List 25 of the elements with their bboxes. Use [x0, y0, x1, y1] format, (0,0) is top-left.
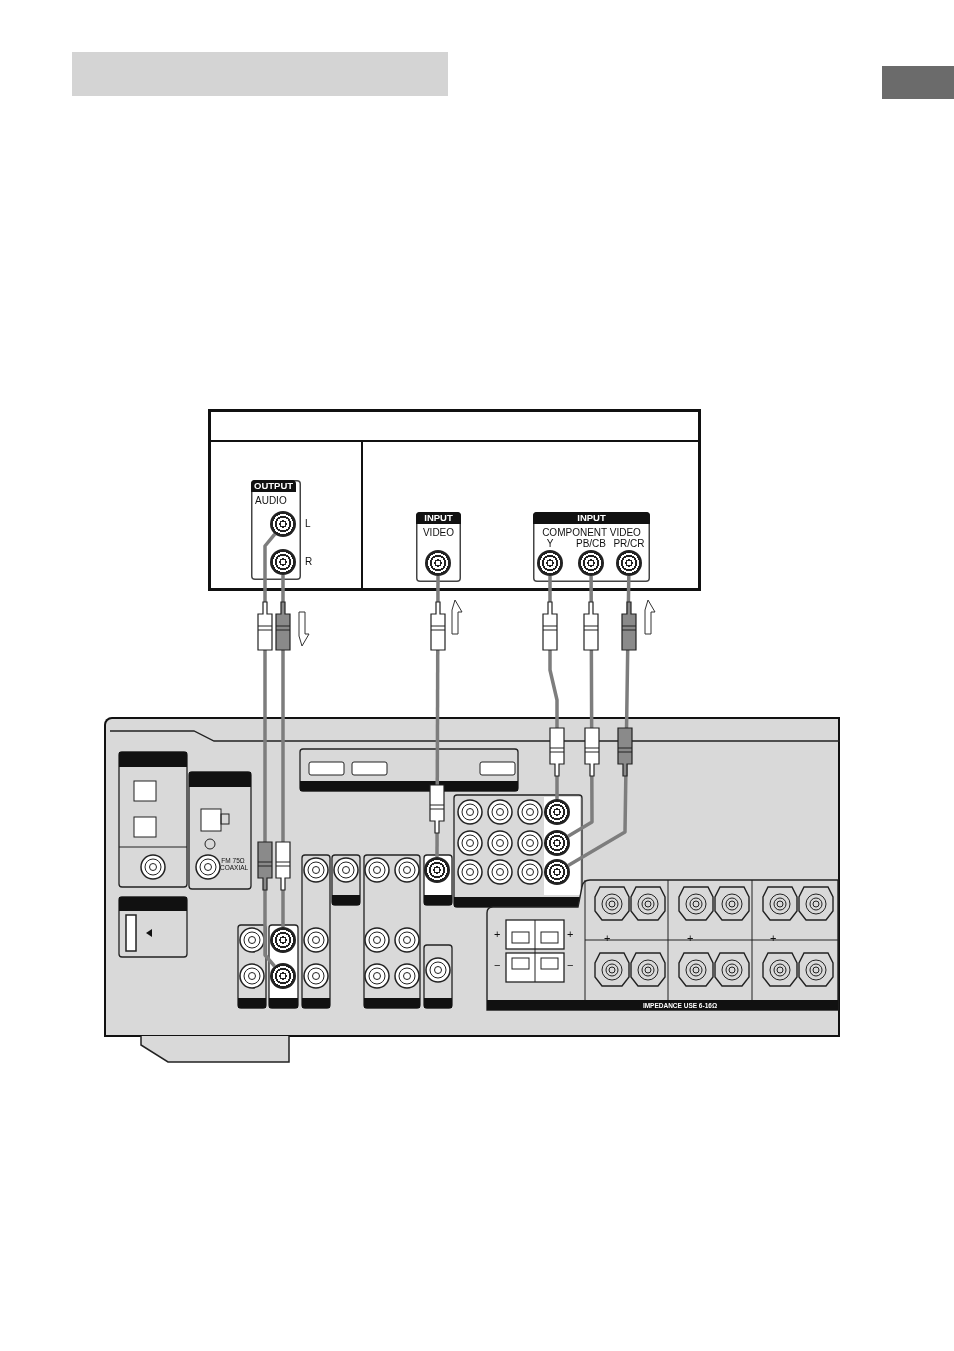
heading-bar — [72, 52, 448, 96]
jack-panel — [533, 512, 650, 582]
polarity-sign: + — [567, 930, 574, 939]
polarity-sign: + — [494, 930, 501, 939]
panel-label: COMPONENT VIDEO — [541, 527, 642, 538]
panel-heading: INPUT — [533, 512, 650, 524]
tv-back-panel — [208, 409, 701, 591]
panel-heading: OUTPUT — [251, 480, 297, 492]
jack-label: Y — [546, 538, 554, 549]
jack-panel — [416, 512, 461, 582]
polarity-sign: + — [687, 934, 694, 943]
jack-label: PR/CR — [613, 538, 645, 549]
panel-heading: INPUT — [416, 512, 461, 524]
panel-label: VIDEO — [421, 527, 456, 538]
polarity-sign: − — [494, 961, 501, 970]
receiver-back-panel — [104, 717, 840, 1037]
jack-label: PB/CB — [576, 538, 606, 549]
polarity-sign: + — [604, 934, 611, 943]
polarity-sign: + — [770, 934, 777, 943]
jack-label: L — [305, 518, 311, 529]
panel-label: AUDIO — [254, 495, 287, 506]
receiver-foot — [140, 1036, 290, 1063]
jack-label: R — [305, 556, 313, 567]
polarity-sign: − — [567, 961, 574, 970]
rca-jack — [425, 550, 451, 576]
